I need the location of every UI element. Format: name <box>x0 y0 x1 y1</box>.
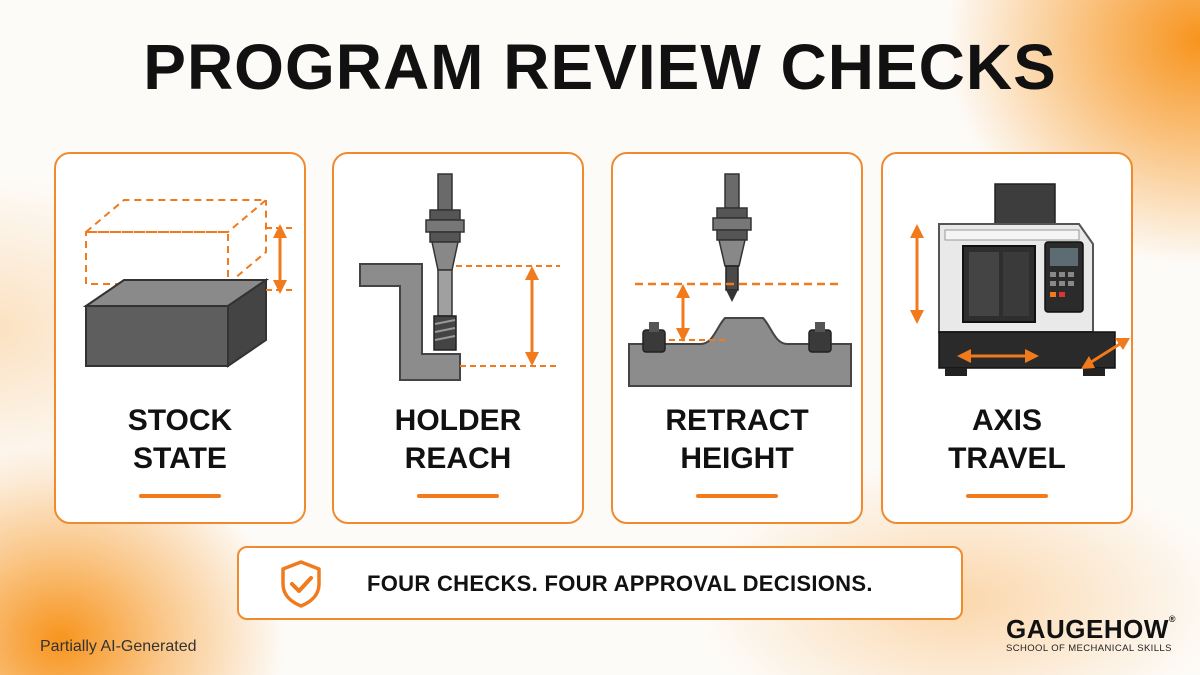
card-stock-state: STOCK STATE <box>54 152 306 524</box>
card-underline <box>696 494 778 498</box>
card-label: STOCK STATE <box>127 404 233 475</box>
card-label: RETRACT HEIGHT <box>665 404 809 475</box>
ai-generated-note: Partially AI-Generated <box>40 638 197 655</box>
card-underline <box>966 494 1048 498</box>
shield-check-icon <box>281 560 321 608</box>
cnc-machine-icon <box>910 183 1130 376</box>
stock-block-icon <box>82 199 292 368</box>
card-underline <box>417 494 499 498</box>
brand-tagline: SCHOOL OF MECHANICAL SKILLS <box>1006 643 1172 654</box>
brand-name: GAUGEHOW® <box>1006 614 1177 644</box>
banner-text: FOUR CHECKS. FOUR APPROVAL DECISIONS. <box>367 571 873 596</box>
retract-height-icon <box>628 173 852 387</box>
card-label: HOLDER REACH <box>394 404 522 475</box>
card-label: AXIS TRAVEL <box>948 404 1066 475</box>
page-title: PROGRAM REVIEW CHECKS <box>143 31 1057 103</box>
card-axis-travel: AXIS TRAVEL <box>881 152 1133 524</box>
card-holder-reach: HOLDER REACH <box>332 152 584 524</box>
brand-logo: GAUGEHOW® SCHOOL OF MECHANICAL SKILLS <box>1006 614 1176 654</box>
card-underline <box>139 494 221 498</box>
card-retract-height: RETRACT HEIGHT <box>611 152 863 524</box>
tool-holder-icon <box>359 173 560 381</box>
summary-banner: FOUR CHECKS. FOUR APPROVAL DECISIONS. <box>237 546 963 620</box>
